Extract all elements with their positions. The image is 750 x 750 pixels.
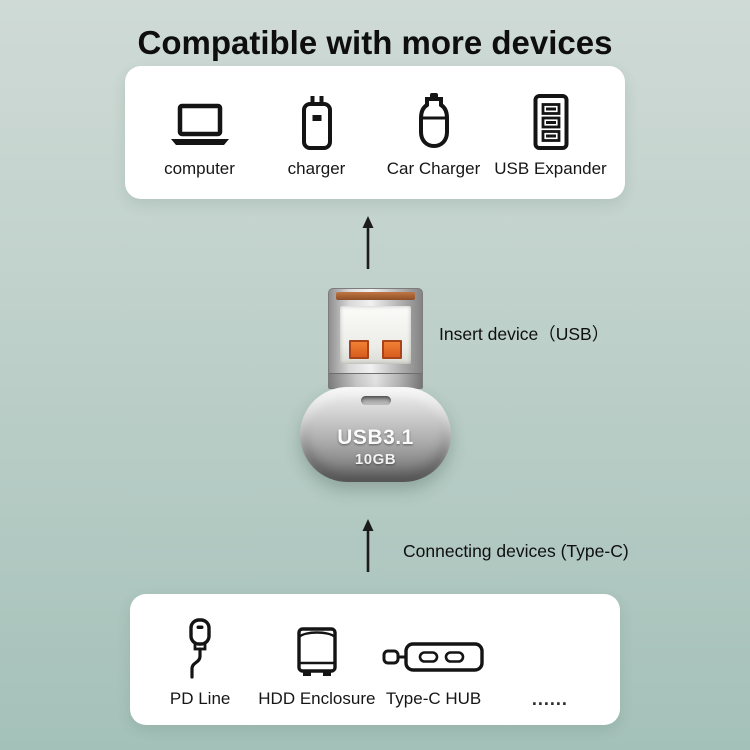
type-c-hub-icon bbox=[382, 642, 484, 672]
device-label: charger bbox=[287, 159, 346, 178]
up-arrow-icon bbox=[362, 216, 374, 269]
more-devices-dots: ...... bbox=[531, 689, 568, 709]
device-item-pd-line: PD Line bbox=[142, 616, 258, 725]
device-item-charger: charger bbox=[258, 92, 375, 199]
product-model-text: USB3.1 bbox=[337, 426, 414, 449]
device-item-hdd-enclosure: HDD Enclosure bbox=[258, 616, 375, 725]
pd-cable-icon bbox=[189, 618, 211, 679]
icon-box bbox=[169, 92, 231, 150]
wall-charger-icon bbox=[301, 96, 332, 150]
device-label: PD Line bbox=[169, 689, 231, 708]
compatible-devices-card: computer charger Car Charge bbox=[125, 66, 625, 199]
icon-box bbox=[532, 92, 570, 150]
device-item-computer: computer bbox=[141, 92, 258, 199]
icon-box bbox=[290, 616, 344, 680]
car-charger-icon bbox=[418, 93, 449, 149]
device-item-usb-expander: USB Expander bbox=[492, 92, 609, 199]
plug-contact bbox=[349, 340, 369, 359]
adapter-port-slot bbox=[360, 396, 391, 405]
device-item-more: ...... bbox=[492, 616, 608, 725]
device-label: USB Expander bbox=[494, 159, 607, 178]
icon-box bbox=[382, 616, 486, 680]
adapter-body: USB3.1 10GB bbox=[300, 387, 451, 482]
device-label: computer bbox=[164, 159, 235, 178]
device-label: Type-C HUB bbox=[385, 689, 482, 708]
device-item-car-charger: Car Charger bbox=[375, 92, 492, 199]
plug-collar bbox=[329, 373, 422, 388]
icon-box bbox=[182, 616, 218, 680]
usb-expander-icon bbox=[533, 94, 568, 150]
device-item-type-c-hub: Type-C HUB bbox=[375, 616, 491, 725]
plug-pcb-edge bbox=[336, 292, 415, 300]
plug-tongue bbox=[340, 306, 411, 364]
connecting-devices-note: Connecting devices (Type-C) bbox=[403, 541, 629, 561]
usb-a-plug bbox=[328, 288, 423, 389]
device-label: Car Charger bbox=[386, 159, 481, 178]
hdd-enclosure-icon bbox=[297, 627, 337, 676]
device-label: HDD Enclosure bbox=[258, 689, 376, 708]
product-speed-text: 10GB bbox=[354, 451, 397, 468]
plug-contact bbox=[382, 340, 402, 359]
connecting-devices-card: PD Line HDD Enclosure bbox=[130, 594, 620, 725]
page-title: Compatible with more devices bbox=[137, 24, 613, 61]
laptop-icon bbox=[170, 103, 229, 145]
icon-box bbox=[300, 92, 334, 150]
insert-device-note: Insert device（USB） bbox=[439, 324, 610, 344]
icon-box bbox=[417, 92, 451, 150]
up-arrow-icon bbox=[362, 519, 374, 572]
